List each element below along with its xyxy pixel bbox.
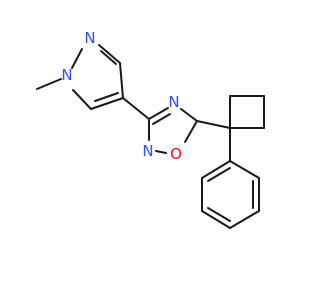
bond-pyrazole-c4-c5-double (94, 92, 119, 102)
bond-pyrazole-c3-c4 (119, 62, 124, 99)
bond-pyrazole-n2-c3 (98, 44, 121, 64)
bond-oxadiazole-c3-n4-double (152, 113, 171, 125)
bond-pyrazole-c5-n1 (72, 89, 92, 110)
bond-oxadiazole-c5-o1 (184, 120, 198, 143)
atom-label-n-methyl: N (61, 66, 72, 84)
bond-benzene-6-double (207, 167, 231, 182)
bond-benzene-1 (229, 160, 260, 179)
bond-benzene-4 (201, 210, 231, 229)
bond-pyrazole-n1-n2 (71, 48, 83, 69)
bond-pyrazole-n2-c3-double (100, 50, 117, 65)
atom-label-n-oxadiazole-top: N (168, 93, 179, 111)
bond-oxadiazole-cyclobutyl (196, 120, 231, 129)
bond-oxadiazole-n4-c5 (180, 108, 198, 122)
atom-label-o-oxadiazole: O (170, 145, 182, 163)
bond-benzene-3 (229, 210, 260, 229)
molecule-structure-diagram: N N N N O (36, 29, 265, 229)
bond-layer (36, 44, 265, 229)
bond-benzene-4-double (207, 207, 231, 222)
atom-label-n-oxadiazole-left: N (142, 142, 153, 160)
bond-methyl-n (36, 78, 62, 90)
atom-label-n-pyrazole: N (84, 29, 95, 47)
atom-label-layer: N N N N O (61, 29, 182, 163)
bond-oxadiazole-o1-n2 (155, 150, 167, 154)
bond-pyrazole-c4-c5 (90, 97, 124, 110)
bond-benzene-6 (201, 160, 231, 179)
bond-pyrazole-oxadiazole (122, 97, 150, 120)
bond-oxadiazole-c3-n4 (148, 107, 169, 120)
